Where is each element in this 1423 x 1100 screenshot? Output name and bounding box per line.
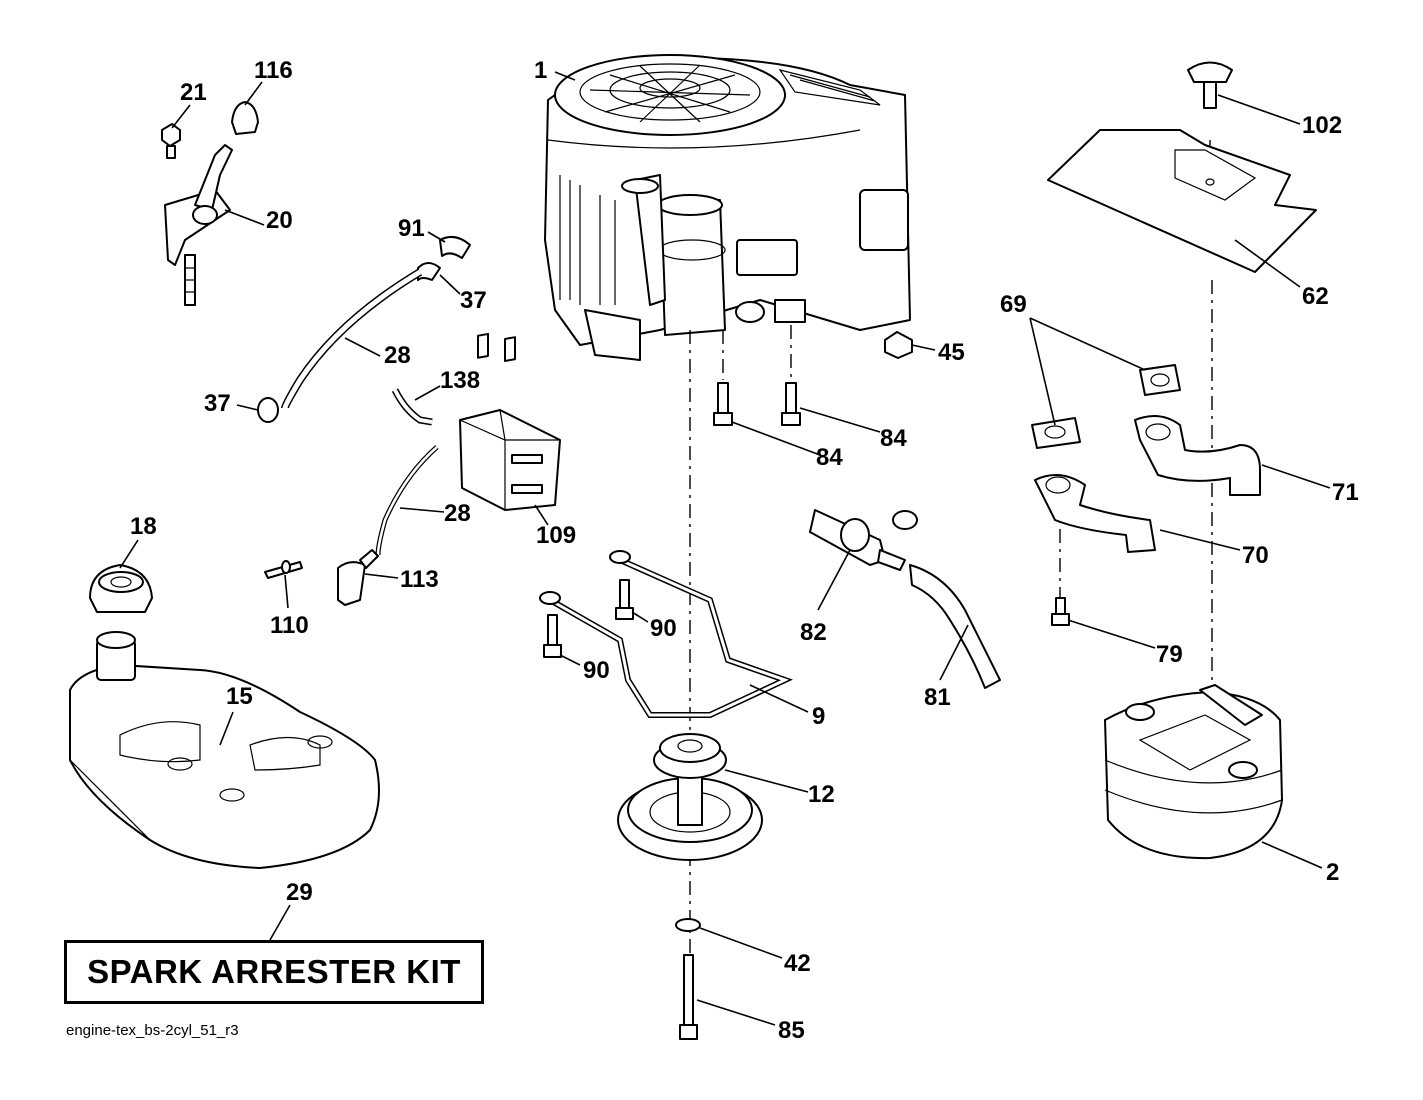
diagram-code: engine-tex_bs-2cyl_51_r3	[66, 1022, 239, 1039]
callout-labels: 1 2 9 12 15 18 20 21 28 28 29 37 37 42 4…	[130, 57, 1359, 1044]
callout-116: 116	[254, 57, 293, 84]
callout-90-lower: 90	[583, 657, 610, 684]
callout-62: 62	[1302, 283, 1329, 310]
bolts	[543, 382, 1070, 658]
callout-110: 110	[270, 612, 309, 639]
bracket	[539, 550, 793, 718]
spark-arrester-kit-label: SPARK ARRESTER KIT	[87, 953, 461, 990]
callout-84-upper: 84	[880, 425, 907, 452]
spark-arrester-kit-box: SPARK ARRESTER KIT	[64, 940, 484, 1004]
callout-84-lower: 84	[816, 444, 843, 471]
callout-37-upper: 37	[460, 287, 487, 314]
callout-45: 45	[938, 339, 965, 366]
pulley-assembly	[617, 733, 763, 1040]
evap-canister	[459, 332, 561, 511]
callout-42: 42	[784, 950, 811, 977]
callout-37-lower: 37	[204, 390, 231, 417]
muffler	[1104, 684, 1283, 860]
callout-28-lower: 28	[444, 500, 471, 527]
callout-28-upper: 28	[384, 342, 411, 369]
callout-79: 79	[1156, 641, 1183, 668]
callout-82: 82	[800, 619, 827, 646]
callout-2: 2	[1326, 859, 1339, 886]
throttle-control-assembly	[161, 101, 259, 306]
fuel-tank	[69, 631, 380, 869]
callout-91: 91	[398, 215, 425, 242]
exhaust-pipes	[1031, 364, 1261, 553]
fuel-line-assembly	[257, 235, 471, 556]
callout-71: 71	[1332, 479, 1359, 506]
callout-29: 29	[286, 879, 313, 906]
nut	[884, 331, 913, 359]
callout-1: 1	[534, 57, 547, 84]
leader-lines	[119, 71, 1331, 1026]
fuel-hose	[909, 564, 1001, 689]
callout-18: 18	[130, 513, 157, 540]
fuel-filter	[809, 509, 918, 571]
callout-81: 81	[924, 684, 951, 711]
heat-shield	[1047, 129, 1317, 273]
callout-85: 85	[778, 1017, 805, 1044]
callout-109: 109	[536, 522, 576, 549]
fuel-connectors	[264, 549, 379, 606]
callout-70: 70	[1242, 542, 1269, 569]
callout-15: 15	[226, 683, 253, 710]
engine-assembly	[544, 54, 911, 361]
fuel-cap	[89, 564, 153, 613]
callout-69: 69	[1000, 291, 1027, 318]
callout-113: 113	[400, 566, 439, 593]
callout-138: 138	[440, 367, 480, 394]
cap-screw	[1187, 61, 1233, 109]
callout-9: 9	[812, 703, 825, 730]
callout-12: 12	[808, 781, 835, 808]
callout-102: 102	[1302, 112, 1342, 139]
callout-90-upper: 90	[650, 615, 677, 642]
callout-21: 21	[180, 79, 207, 106]
callout-20: 20	[266, 207, 293, 234]
